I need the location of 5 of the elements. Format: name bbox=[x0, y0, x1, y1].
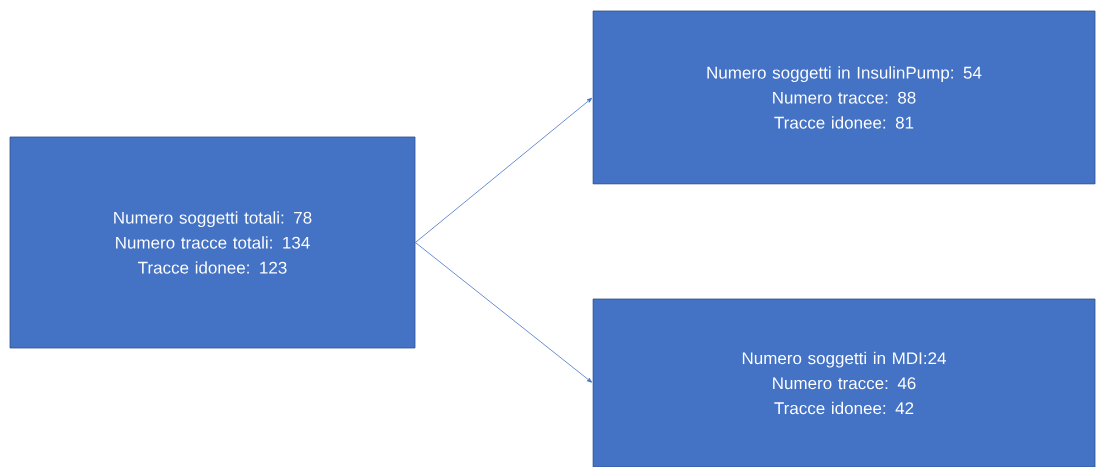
arrow bbox=[415, 242, 593, 383]
process-box: Numero soggetti totali: 78 Numero tracce totali: 134 Tracce idonee: 123 bbox=[9, 136, 416, 349]
process-box: Numero soggetti in MDI:24 Numero tracce: 46 Tracce idonee: 42 bbox=[592, 298, 1096, 467]
process-box: Numero soggetti in InsulinPump: 54 Numero tracce: 88 Tracce idonee: 81 bbox=[592, 10, 1096, 185]
arrow bbox=[415, 97, 593, 243]
